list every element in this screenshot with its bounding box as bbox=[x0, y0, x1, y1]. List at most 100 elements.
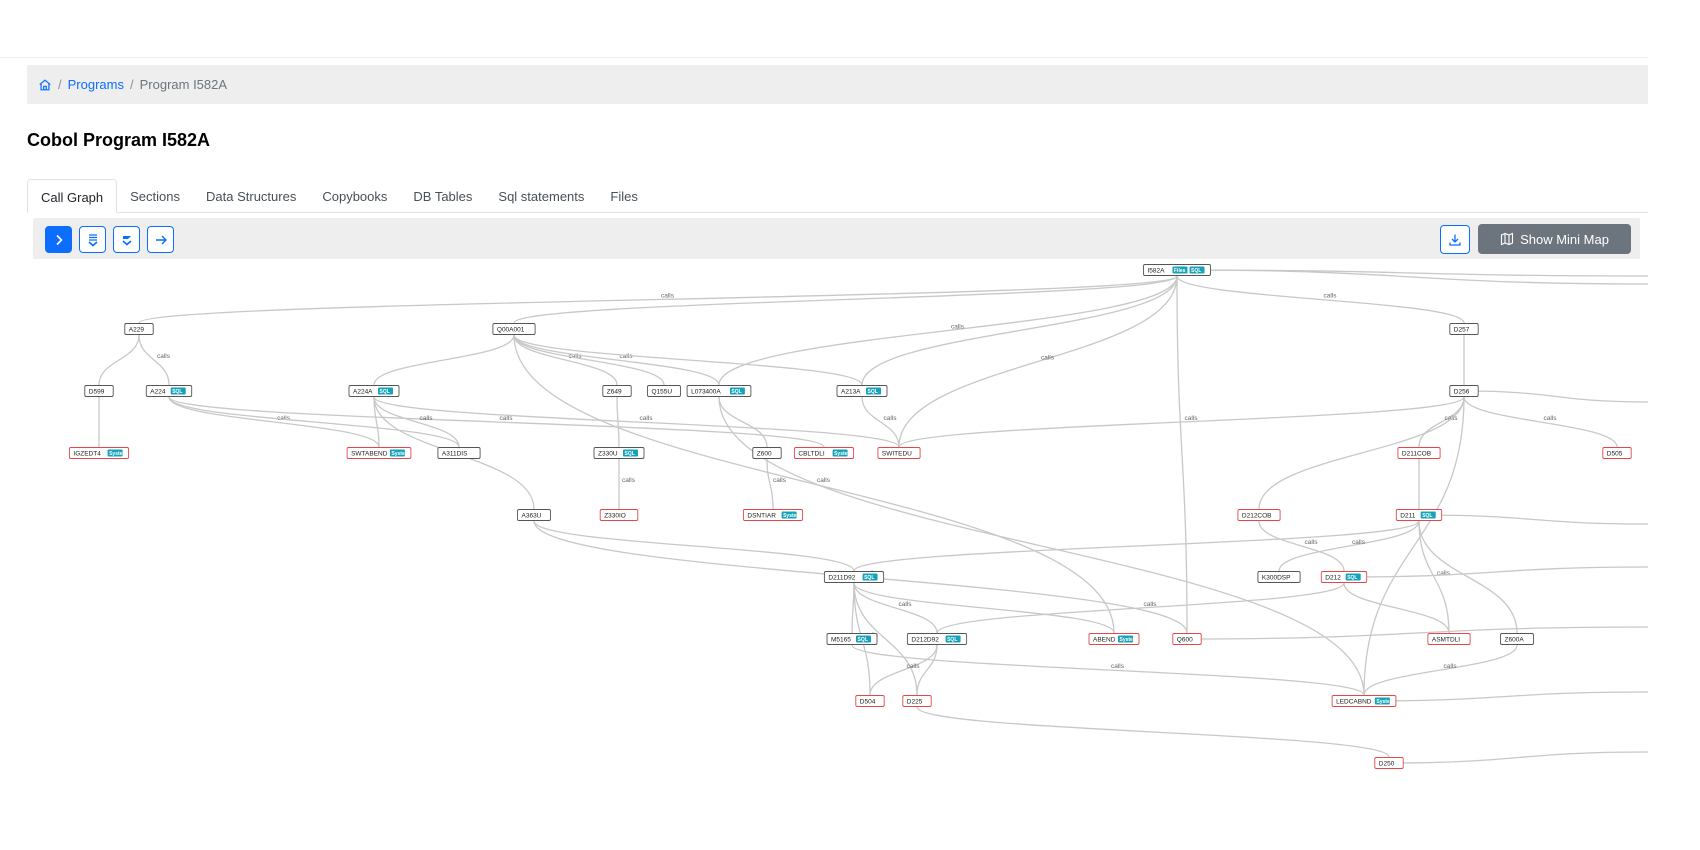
breadcrumb-separator: / bbox=[129, 77, 134, 92]
arrow-right-button[interactable] bbox=[147, 226, 174, 253]
graph-node[interactable]: Z330IO bbox=[599, 509, 639, 521]
call-edge bbox=[1363, 396, 1465, 696]
graph-node[interactable]: Q600 bbox=[1172, 633, 1202, 645]
offscreen-edge bbox=[1176, 269, 1649, 277]
collapse-all-button[interactable] bbox=[113, 226, 140, 253]
node-badge-label: System bbox=[1376, 699, 1394, 705]
graph-node[interactable]: D211COB bbox=[1397, 447, 1441, 459]
node-box bbox=[1237, 509, 1281, 521]
node-badge-label: System bbox=[109, 451, 127, 457]
graph-node[interactable]: D256 bbox=[1449, 385, 1479, 397]
node-label: Z330U bbox=[598, 450, 618, 457]
call-edge bbox=[718, 275, 1178, 386]
node-badge-label: SQL bbox=[172, 389, 182, 395]
expand-all-button[interactable] bbox=[79, 226, 106, 253]
call-edge bbox=[853, 520, 1420, 572]
node-label: D212D92 bbox=[911, 636, 939, 643]
node-box bbox=[124, 323, 154, 335]
offscreen-edge bbox=[1363, 691, 1649, 702]
call-edge bbox=[513, 275, 1178, 324]
node-box bbox=[1257, 571, 1301, 583]
edge-label: calls bbox=[569, 353, 583, 360]
tab-copybooks[interactable]: Copybooks bbox=[322, 189, 388, 204]
graph-node[interactable]: D504 bbox=[855, 695, 885, 707]
node-badge bbox=[1420, 511, 1436, 519]
node-box bbox=[492, 323, 536, 335]
graph-node[interactable]: D599 bbox=[84, 385, 114, 397]
edge-label: calls bbox=[620, 353, 634, 360]
graph-node[interactable]: Q155U bbox=[647, 385, 681, 397]
graph-node[interactable]: D212COB bbox=[1237, 509, 1281, 521]
chevron-right-icon bbox=[55, 234, 63, 245]
graph-node[interactable]: Q00A001 bbox=[492, 323, 536, 335]
call-edge bbox=[1363, 644, 1518, 696]
edge-label: calls bbox=[500, 415, 514, 422]
graph-node[interactable]: A363U bbox=[517, 509, 551, 521]
tab-sections[interactable]: Sections bbox=[130, 189, 181, 204]
tab-sql-statements[interactable]: Sql statements bbox=[498, 189, 585, 204]
node-label: D256 bbox=[1454, 388, 1470, 395]
graph-node[interactable]: Z600A bbox=[1500, 633, 1534, 645]
breadcrumb-current: Program I582A bbox=[139, 77, 228, 92]
call-edge bbox=[861, 275, 1178, 386]
show-mini-map-button[interactable]: Show Mini Map bbox=[1478, 224, 1631, 254]
tab-files[interactable]: Files bbox=[610, 189, 638, 204]
node-label: SWTABEND bbox=[351, 450, 388, 457]
edge-label: calls bbox=[1185, 415, 1199, 422]
call-edge bbox=[1418, 520, 1518, 634]
node-label: L073400A bbox=[691, 388, 721, 395]
graph-node[interactable]: ASMTDLI bbox=[1427, 633, 1471, 645]
breadcrumb-programs-link[interactable]: Programs bbox=[67, 77, 124, 92]
call-edge bbox=[373, 334, 515, 386]
chevron-right-button[interactable] bbox=[45, 226, 72, 253]
node-label: M5165 bbox=[831, 636, 851, 643]
tab-db-tables[interactable]: DB Tables bbox=[413, 189, 473, 204]
home-icon[interactable] bbox=[38, 78, 52, 92]
call-edge bbox=[513, 334, 863, 386]
tab-data-structures[interactable]: Data Structures bbox=[206, 189, 297, 204]
graph-node[interactable]: D505 bbox=[1602, 447, 1632, 459]
node-badge bbox=[832, 449, 848, 457]
call-edge bbox=[1418, 520, 1450, 634]
graph-node[interactable]: A229 bbox=[124, 323, 154, 335]
call-edge bbox=[1343, 582, 1450, 634]
tab-bar: Call Graph Sections Data Structures Copy… bbox=[27, 179, 1648, 213]
node-label: K300DSP bbox=[1262, 574, 1291, 581]
tab-call-graph[interactable]: Call Graph bbox=[27, 179, 118, 213]
edge-label: calls bbox=[1041, 355, 1055, 362]
graph-node[interactable]: D250 bbox=[1374, 757, 1404, 769]
download-button[interactable] bbox=[1440, 225, 1470, 254]
graph-node[interactable]: SWITEDU bbox=[877, 447, 921, 459]
edge-label: calls bbox=[1305, 539, 1319, 546]
graph-node[interactable]: D225 bbox=[902, 695, 932, 707]
node-box bbox=[1449, 323, 1479, 335]
node-label: Z330IO bbox=[604, 512, 626, 519]
graph-node[interactable]: K300DSP bbox=[1257, 571, 1301, 583]
node-label: D257 bbox=[1454, 326, 1470, 333]
arrow-right-icon bbox=[155, 235, 167, 244]
graph-node[interactable]: D257 bbox=[1449, 323, 1479, 335]
node-label: I582A bbox=[1148, 267, 1166, 274]
graph-node[interactable]: A311DIS bbox=[437, 447, 481, 459]
call-edge bbox=[898, 396, 1465, 448]
graph-node[interactable]: Z600 bbox=[752, 447, 782, 459]
graph-node[interactable]: Z649 bbox=[602, 385, 632, 397]
